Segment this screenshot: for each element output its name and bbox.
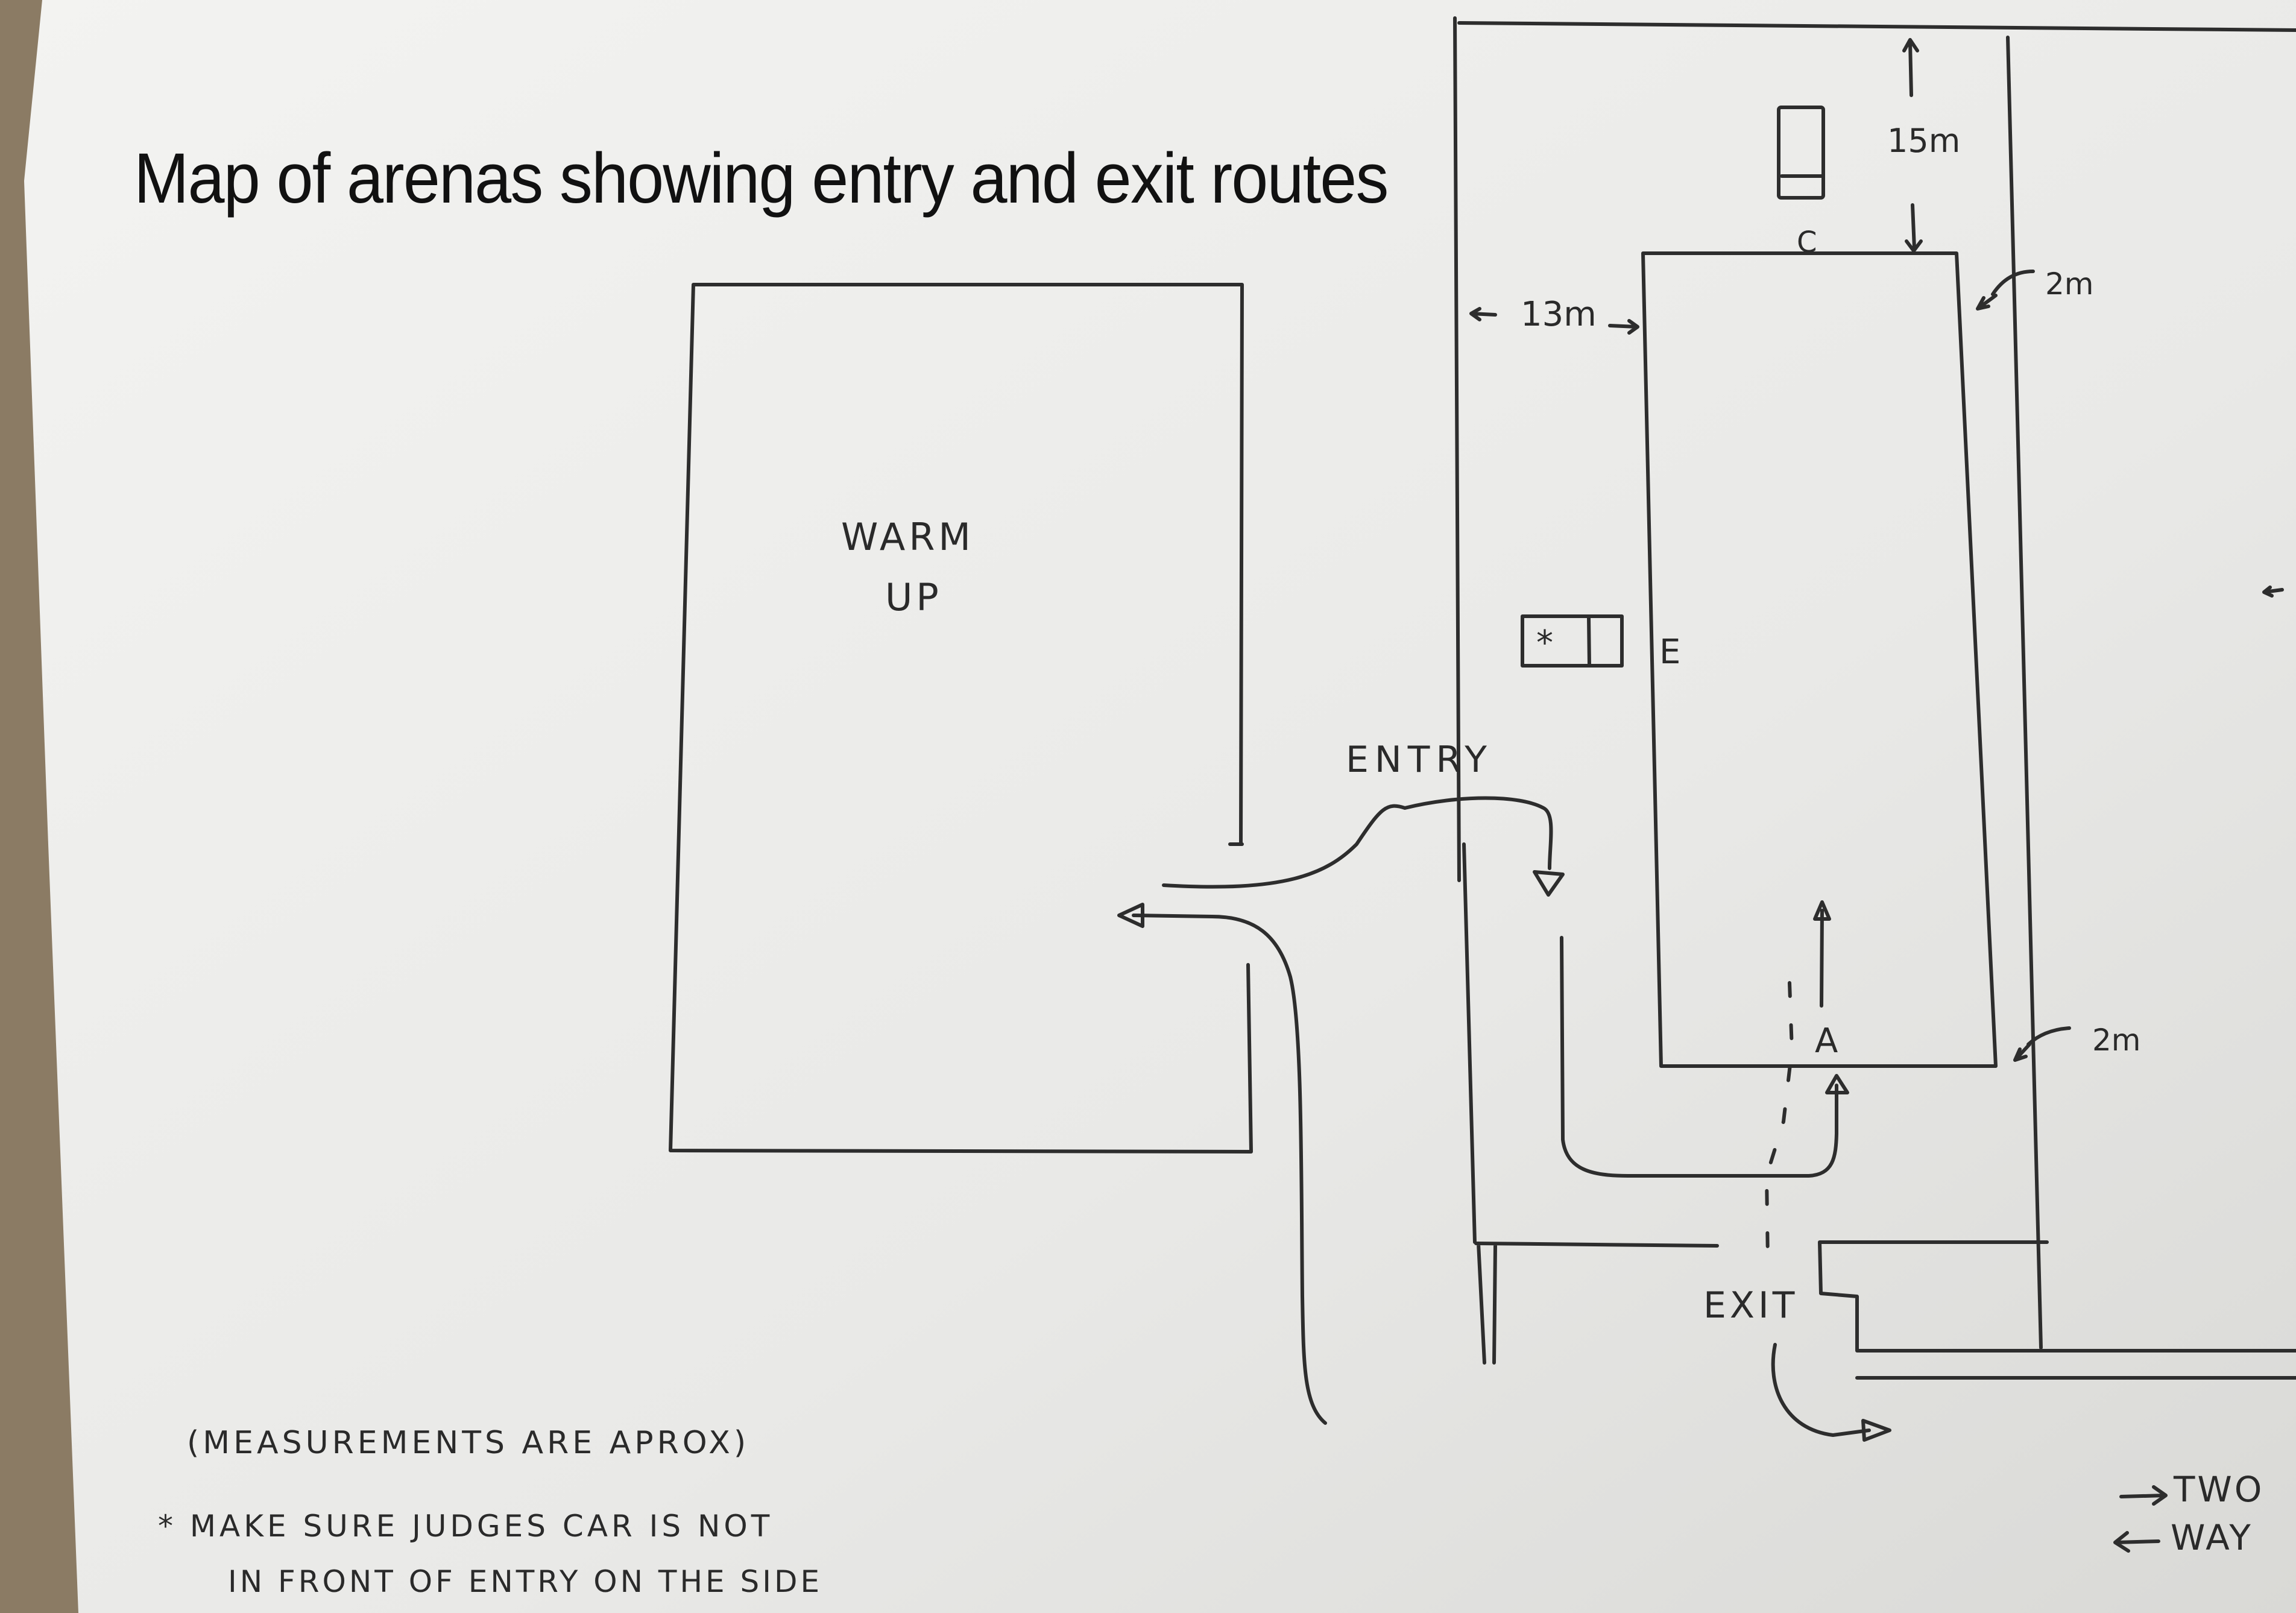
measure-2m-bottom-label: 2m bbox=[2092, 1023, 2141, 1058]
entry-label: ENTRY bbox=[1346, 739, 1493, 781]
warm-up-label-line1: WARM bbox=[841, 515, 974, 559]
page-title: Map of arenas showing entry and exit rou… bbox=[134, 137, 1387, 219]
measure-2m-top-label: 2m bbox=[2045, 267, 2094, 301]
measure-13m-label: 13m bbox=[1521, 295, 1597, 334]
judge-box-symbol: * bbox=[1536, 623, 1553, 663]
paper-sheet bbox=[24, 0, 2296, 1613]
marker-e: E bbox=[1659, 633, 1680, 672]
note-judges-line2: IN FRONT OF ENTRY ON THE SIDE bbox=[228, 1564, 822, 1599]
note-judges-line1: * MAKE SURE JUDGES CAR IS NOT bbox=[158, 1509, 773, 1544]
marker-c: C bbox=[1797, 226, 1817, 259]
exit-label: EXIT bbox=[1703, 1284, 1798, 1327]
legend-two: TWO bbox=[2173, 1469, 2264, 1510]
marker-a: A bbox=[1815, 1021, 1838, 1061]
note-approx: (MEASUREMENTS ARE APROX) bbox=[187, 1425, 749, 1461]
warm-up-label-line2: UP bbox=[885, 575, 942, 619]
legend-way: WAY bbox=[2171, 1517, 2253, 1558]
measure-15m-label: 15m bbox=[1887, 122, 1960, 160]
